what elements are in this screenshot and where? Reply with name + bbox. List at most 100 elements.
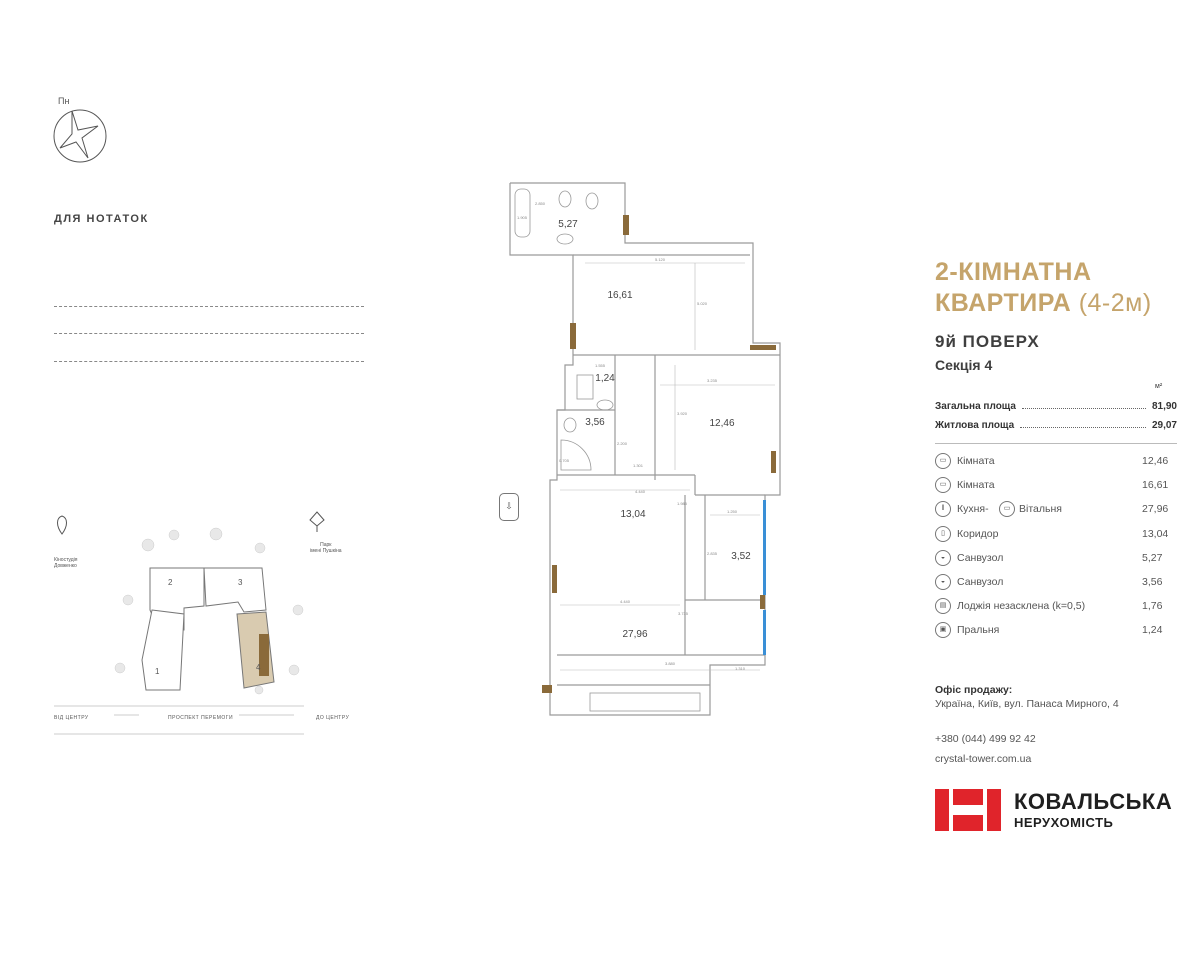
area-room-1: 16,61: [607, 290, 632, 301]
divider: [935, 443, 1177, 444]
road-name: ПРОСПЕКТ ПЕРЕМОГИ: [168, 715, 234, 721]
entrance-icon: ⇩: [499, 493, 519, 521]
room-area: 13,04: [1142, 528, 1169, 540]
phone-link[interactable]: +380 (044) 499 92 42: [935, 733, 1036, 745]
room-area: 16,61: [1142, 479, 1169, 491]
dim-label: 2.835: [707, 551, 718, 556]
corridor-icon: ▯: [935, 526, 951, 542]
dim-label: 1.905: [517, 215, 528, 220]
apartment-title: 2-КІМНАТНА КВАРТИРА (4-2м): [935, 257, 1152, 319]
tree-icon: [309, 511, 325, 532]
dim-label: 4.440: [620, 599, 631, 604]
room-name: Санвузол: [957, 552, 1004, 564]
living-room-icon: ▭: [999, 501, 1015, 517]
unit-label: м²: [1155, 383, 1163, 390]
dim-label: 3.920: [677, 411, 688, 416]
office-title: Офіс продажу:: [935, 684, 1013, 696]
bathroom-icon: ◒: [935, 550, 951, 566]
area-loggia: 3,52: [731, 551, 751, 562]
room-area: 1,76: [1142, 600, 1163, 612]
bathroom-icon: ◒: [935, 574, 951, 590]
apartment-type: (4-2м): [1078, 289, 1152, 317]
road-left-label: ВІД ЦЕНТРУ: [54, 715, 89, 721]
dim-label: 1.985: [677, 501, 688, 506]
dim-label: 2.200: [617, 441, 628, 446]
room-row: ◒ Санвузол 3,56: [935, 574, 1177, 592]
dim-label: 1.301: [633, 463, 644, 468]
dim-label: 2.850: [535, 201, 546, 206]
section-label: Секція 4: [935, 357, 993, 373]
total-area-value: 81,90: [1151, 401, 1177, 412]
building-3-label: 3: [238, 578, 243, 587]
room-row: ▣ Пральня 1,24: [935, 622, 1177, 640]
area-laundry: 1,24: [595, 373, 615, 384]
area-corridor: 13,04: [620, 509, 645, 520]
area-kitchen-living: 27,96: [622, 629, 647, 640]
room-row: ◒ Санвузол 5,27: [935, 550, 1177, 568]
compass-icon: [53, 109, 107, 163]
building-1-label: 1: [155, 667, 160, 676]
room-area: 1,24: [1142, 624, 1163, 636]
room-name-2: Вітальня: [1019, 503, 1062, 515]
room-name: Лоджія незасклена (k=0,5): [957, 600, 1086, 612]
room-row: ▤ Лоджія незасклена (k=0,5) 1,76: [935, 598, 1177, 616]
office-address: Україна, Київ, вул. Панаса Мирного, 4: [935, 698, 1119, 710]
floor-plan: 5,27 16,61 1,24 3,56 12,46 13,04 3,52 27…: [509, 182, 781, 716]
brand-subtitle: НЕРУХОМІСТЬ: [1014, 815, 1114, 830]
brand-logo-icon: [935, 789, 1001, 831]
area-bathroom-2: 3,56: [585, 417, 605, 428]
building-2-label: 2: [168, 578, 173, 587]
room-name: Кімната: [957, 479, 995, 491]
room-row: ▯ Коридор 13,04: [935, 526, 1177, 544]
room-name: Коридор: [957, 528, 999, 540]
total-area-row: Загальна площа 81,90: [935, 401, 1177, 412]
room-area: 3,56: [1142, 576, 1163, 588]
title-line-2: КВАРТИРА: [935, 289, 1072, 317]
notes-title: ДЛЯ НОТАТОК: [54, 213, 149, 225]
area-bathroom-1: 5,27: [558, 219, 578, 230]
site-map: [54, 511, 325, 735]
room-name: Кухня-: [957, 503, 989, 515]
room-icon: ▭: [935, 453, 951, 469]
room-name: Кімната: [957, 455, 995, 467]
total-area-label: Загальна площа: [935, 401, 1016, 412]
note-line[interactable]: [54, 361, 364, 362]
room-row: ‖ Кухня- ▭ Вітальня 27,96: [935, 501, 1177, 519]
room-area: 27,96: [1142, 503, 1169, 515]
living-area-value: 29,07: [1151, 420, 1177, 431]
road-right-label: ДО ЦЕНТРУ: [316, 715, 350, 721]
living-area-row: Житлова площа 29,07: [935, 420, 1177, 431]
map-pin-icon: [57, 515, 67, 535]
area-room-2: 12,46: [709, 418, 734, 429]
building-4-label: 4: [256, 663, 261, 672]
room-row: ▭ Кімната 16,61: [935, 477, 1177, 495]
kitchen-icon: ‖: [935, 501, 951, 517]
room-name: Пральня: [957, 624, 1000, 636]
dim-label: 4.440: [635, 489, 646, 494]
dim-label: 1.555: [595, 363, 606, 368]
title-line-1: 2-КІМНАТНА: [935, 258, 1092, 286]
laundry-icon: ▣: [935, 622, 951, 638]
dim-label: 3.880: [665, 661, 676, 666]
dim-label: 5.020: [697, 301, 708, 306]
website-link[interactable]: crystal-tower.com.ua: [935, 753, 1032, 765]
dim-label: 1.250: [727, 509, 738, 514]
loggia-icon: ▤: [935, 598, 951, 614]
floor-label: 9й ПОВЕРХ: [935, 332, 1040, 351]
room-icon: ▭: [935, 477, 951, 493]
room-row: ▭ Кімната 12,46: [935, 453, 1177, 471]
dim-label: 0.705: [559, 458, 570, 463]
dim-label: 5.120: [655, 257, 666, 262]
compass-north-label: Пн: [58, 96, 70, 106]
dim-label: 1.310: [735, 666, 746, 671]
note-line[interactable]: [54, 306, 364, 307]
living-area-label: Житлова площа: [935, 420, 1015, 431]
room-area: 5,27: [1142, 552, 1163, 564]
note-line[interactable]: [54, 333, 364, 334]
brand-name: КОВАЛЬСЬКА: [1014, 789, 1173, 814]
dim-label: 3.235: [707, 378, 718, 383]
room-name: Санвузол: [957, 576, 1004, 588]
room-area: 12,46: [1142, 455, 1169, 467]
